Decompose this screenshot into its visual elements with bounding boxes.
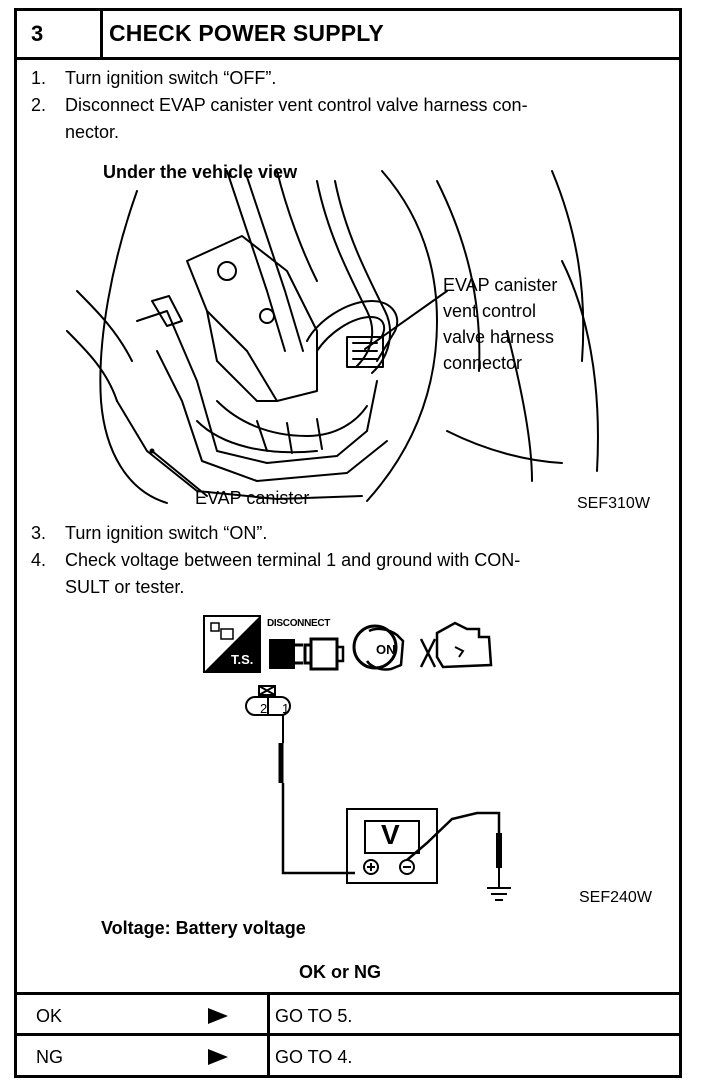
arrow-right-icon	[208, 1008, 228, 1024]
figure1-code: SEF310W	[577, 495, 650, 512]
result-ok-label: OK	[36, 1006, 63, 1026]
step-4-text: Check voltage between terminal 1 and gro…	[65, 550, 521, 570]
ts-label: T.S.	[231, 652, 254, 667]
voltage-spec: Voltage: Battery voltage	[101, 918, 306, 938]
result-heading: OK or NG	[299, 962, 382, 982]
result-ng-action: GO TO 4.	[275, 1047, 353, 1067]
step-3-number: 3.	[31, 523, 47, 543]
step-1-number: 1.	[31, 68, 47, 88]
ts-icon	[203, 615, 261, 673]
step-number: 3	[17, 11, 103, 57]
step-2-text: Disconnect EVAP canister vent control va…	[65, 95, 528, 115]
step-2-number: 2.	[31, 95, 47, 115]
ignition-on-label: ON	[376, 642, 396, 657]
figure1-caption: Under the vehicle view	[103, 162, 298, 182]
voltmeter-circuit	[245, 685, 511, 901]
step-4-number: 4.	[31, 550, 47, 570]
disconnect-connector-icon	[269, 637, 345, 671]
ignition-key-on-icon	[352, 624, 405, 671]
figure2-code: SEF240W	[579, 889, 652, 906]
step-3-text: Turn ignition switch “ON”.	[65, 523, 268, 543]
callout-line-2: vent control	[443, 301, 537, 321]
result-ok-action: GO TO 5.	[275, 1006, 353, 1026]
arrow-right-icon	[208, 1049, 228, 1065]
callout-line-3: valve harness	[443, 327, 555, 347]
step-2-text-cont: nector.	[65, 122, 120, 142]
procedure-box: 3 CHECK POWER SUPPLY 1. Turn ignition sw…	[14, 8, 682, 1078]
results-top-rule	[17, 992, 679, 995]
evap-canister-label: EVAP canister	[195, 488, 310, 508]
results-column-rule	[267, 992, 270, 1078]
vent-valve-connector-label: EVAP canister vent control valve harness…	[443, 272, 557, 376]
voltmeter-label: V	[381, 819, 400, 850]
step-4-text-cont: SULT or tester.	[65, 577, 185, 597]
step-title: CHECK POWER SUPPLY	[109, 20, 384, 46]
disconnect-label: DISCONNECT	[267, 618, 331, 629]
terminal-1-label: 1	[282, 701, 290, 716]
terminal-2-label: 2	[260, 701, 268, 716]
callout-line-1: EVAP canister	[443, 275, 558, 295]
under-vehicle-illustration	[66, 170, 599, 504]
step-header: 3 CHECK POWER SUPPLY	[17, 11, 679, 60]
result-ng-label: NG	[36, 1047, 63, 1067]
callout-line-4: connector	[443, 353, 523, 373]
step-1-text: Turn ignition switch “OFF”.	[65, 68, 277, 88]
engine-off-icon	[419, 621, 493, 669]
results-middle-rule	[17, 1033, 679, 1036]
